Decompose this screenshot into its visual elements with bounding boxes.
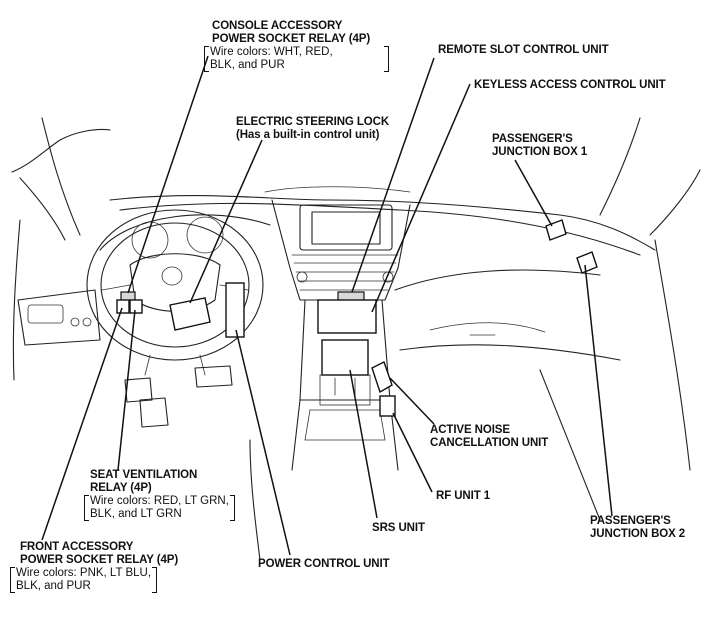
knob-left (296, 271, 308, 283)
label-front-accessory-relay: FRONT ACCESSORY POWER SOCKET RELAY (4P) (20, 541, 179, 566)
label-passenger-junction-box-2: PASSENGER'S JUNCTION BOX 2 (590, 515, 686, 540)
steering-wheel-outer (86, 209, 264, 361)
leader-power-control (235, 329, 291, 556)
active-noise-box (371, 361, 393, 394)
right-door-edge (654, 239, 691, 471)
left-a-pillar (11, 128, 111, 173)
gauge-left (131, 221, 169, 259)
pedal-left (124, 377, 153, 403)
left-lower-panel (17, 289, 101, 346)
dashboard-top (109, 195, 656, 251)
leader-jb2 (584, 264, 613, 517)
right-a-pillar-inner (649, 169, 701, 236)
steering-wheel-inner (100, 222, 250, 348)
shifter (334, 377, 356, 396)
knob-right (382, 271, 394, 283)
brake-pedal (194, 365, 233, 388)
label-srs-unit: SRS UNIT (372, 522, 425, 534)
leader-active-noise (389, 377, 435, 425)
left-vent (27, 304, 64, 324)
keyless-access-box (317, 299, 377, 334)
nav-screen (311, 211, 381, 245)
wire-colors-seat-ventilation: Wire colors: RED, LT GRN, BLK, and LT GR… (84, 495, 235, 521)
label-rf-unit-1: RF UNIT 1 (436, 490, 491, 502)
passenger-jb1-box (545, 219, 567, 241)
leader-srs (349, 369, 378, 519)
label-power-control-unit: POWER CONTROL UNIT (258, 558, 390, 570)
left-a-pillar-edge (41, 117, 81, 236)
leader-jb1 (514, 159, 553, 227)
left-switch-1 (70, 317, 80, 327)
steering-column (144, 354, 206, 376)
label-remote-slot-control-unit: REMOTE SLOT CONTROL UNIT (438, 44, 609, 56)
accelerator (139, 397, 169, 428)
wire-colors-front-relay: Wire colors: PNK, LT BLU, BLK, and PUR (10, 567, 158, 593)
label-seat-ventilation-relay: SEAT VENTILATION RELAY (4P) (90, 469, 198, 494)
label-electric-steering-lock: ELECTRIC STEERING LOCK (Has a built-in c… (236, 116, 390, 141)
console-tray (304, 409, 386, 441)
passenger-jb2-box (576, 251, 598, 274)
console-left-wall (291, 299, 306, 471)
rf-unit-box (379, 395, 396, 417)
right-a-pillar (599, 117, 641, 216)
floor-right (539, 369, 601, 521)
srs-unit-box (321, 339, 369, 376)
leader-remote-slot (351, 57, 435, 293)
label-keyless-access-control-unit: KEYLESS ACCESS CONTROL UNIT (474, 79, 666, 91)
label-passenger-junction-box-1: PASSENGER'S JUNCTION BOX 1 (492, 133, 588, 158)
leader-keyless (371, 83, 471, 313)
steering-spoke-left (101, 284, 131, 291)
steering-lock-box (169, 297, 211, 331)
wire-colors-console-relay: Wire colors: WHT, RED, BLK, and PUR (204, 46, 389, 72)
steering-hub (129, 253, 221, 312)
label-active-noise-cancellation-unit: ACTIVE NOISE CANCELLATION UNIT (430, 424, 549, 449)
nav-screen-bezel (299, 204, 393, 251)
gauge-right (186, 216, 224, 254)
glovebox (429, 322, 546, 333)
dashboard-brow (264, 186, 411, 193)
leader-front-relay (41, 307, 123, 541)
left-door-edge (12, 219, 21, 381)
left-switch-2 (82, 317, 92, 327)
leader-rf-unit (392, 412, 433, 493)
power-control-unit-box (225, 282, 245, 338)
left-a-pillar-inner (19, 177, 66, 241)
right-dash-sweep (394, 269, 601, 291)
right-floor (399, 344, 621, 361)
steering-logo (161, 266, 183, 286)
seat-ventilation-relay-box (129, 299, 143, 314)
floor-left (249, 439, 261, 561)
leader-console-relay (127, 55, 209, 294)
leader-seat-vent (117, 309, 136, 471)
label-console-relay: CONSOLE ACCESSORY POWER SOCKET RELAY (4P… (212, 20, 371, 45)
leader-steering-lock (189, 139, 263, 304)
front-relay-box (116, 299, 130, 314)
instrument-hood (99, 214, 271, 251)
